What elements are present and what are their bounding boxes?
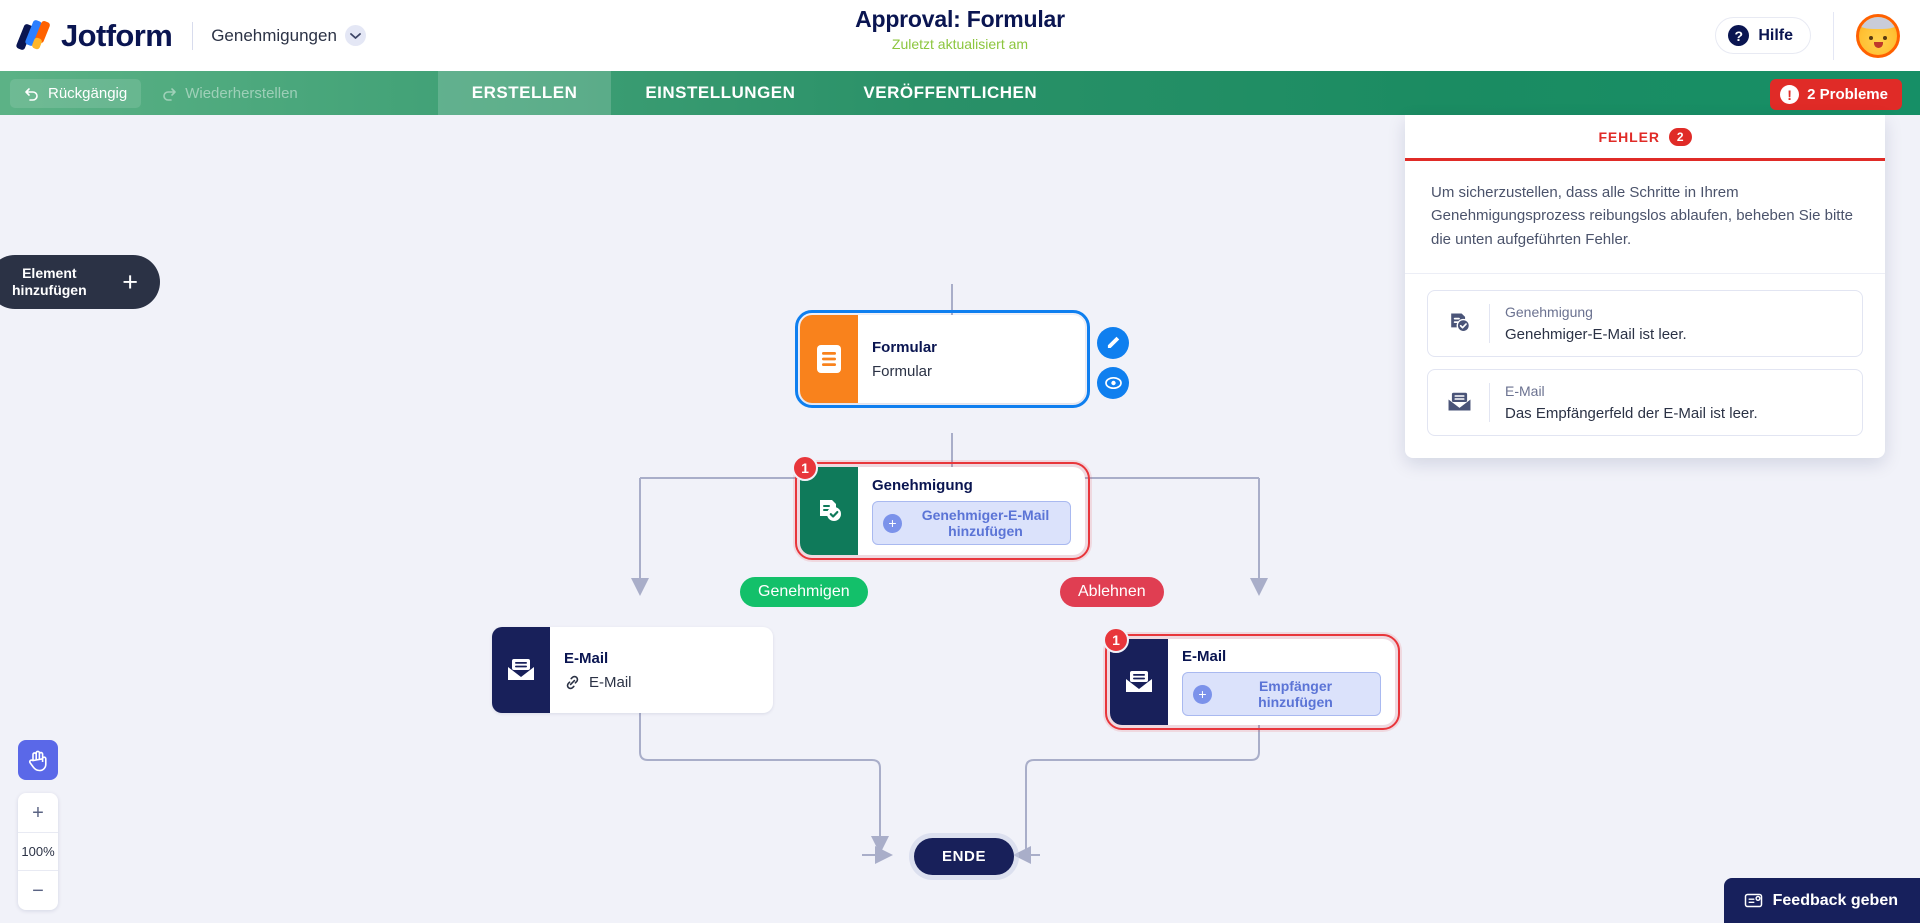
edit-node-button[interactable]	[1097, 327, 1129, 359]
error-item-message: Genehmiger-E-Mail ist leer.	[1505, 325, 1687, 343]
alert-icon: !	[1780, 85, 1800, 104]
errors-list: Genehmigung Genehmiger-E-Mail ist leer. …	[1405, 274, 1885, 458]
header-divider-2	[1833, 11, 1834, 60]
node-email-left-subtitle: E-Mail	[589, 673, 632, 691]
plus-circle-icon: +	[1193, 684, 1212, 704]
branch-label-genehmigen[interactable]: Genehmigen	[740, 577, 868, 607]
hand-tool-button[interactable]	[18, 740, 58, 780]
node-ende[interactable]: ENDE	[914, 838, 1015, 875]
error-item-divider	[1489, 303, 1490, 343]
zoom-controls: + 100% −	[18, 793, 58, 910]
node-formular-body: Formular Formular	[858, 315, 1085, 403]
redo-label: Wiederherstellen	[185, 84, 298, 102]
envelope-icon	[1110, 639, 1168, 725]
node-email-right-title: E-Mail	[1182, 648, 1227, 665]
error-item-title: Genehmigung	[1505, 303, 1593, 320]
history-controls: Rückgängig Wiederherstellen	[0, 71, 312, 115]
link-icon	[566, 675, 579, 689]
node-formular[interactable]: Formular Formular	[795, 310, 1090, 408]
feedback-button[interactable]: Feedback geben	[1723, 878, 1920, 923]
error-item-title: E-Mail	[1505, 382, 1545, 399]
errors-panel-title: FEHLER	[1598, 128, 1660, 145]
question-mark-icon: ?	[1728, 25, 1750, 46]
add-element-line2: hinzufügen	[12, 282, 87, 298]
zoom-level-label: 100%	[18, 832, 58, 871]
editor-toolbar: Rückgängig Wiederherstellen ERSTELLEN EI…	[0, 71, 1920, 115]
zoom-in-button[interactable]: +	[32, 801, 44, 824]
node-email-left[interactable]: E-Mail E-Mail	[492, 627, 773, 713]
error-item-email[interactable]: E-Mail Das Empfängerfeld der E-Mail ist …	[1427, 368, 1863, 436]
redo-button[interactable]: Wiederherstellen	[147, 79, 312, 108]
redo-icon	[163, 88, 177, 101]
error-item-genehmigung[interactable]: Genehmigung Genehmiger-E-Mail ist leer.	[1427, 289, 1863, 357]
add-recipient-button[interactable]: + Empfänger hinzufügen	[1182, 672, 1381, 716]
workspace-selector[interactable]: Genehmigungen	[211, 25, 366, 46]
node-genehmigung[interactable]: Genehmigung + Genehmiger-E-Mail hinzufüg…	[795, 462, 1090, 560]
error-item-text: Genehmigung Genehmiger-E-Mail ist leer.	[1505, 304, 1687, 343]
editor-tabs: ERSTELLEN EINSTELLUNGEN VERÖFFENTLICHEN	[437, 71, 1071, 115]
avatar[interactable]	[1856, 13, 1900, 58]
envelope-icon	[492, 627, 550, 713]
node-genehmigung-title: Genehmigung	[872, 477, 973, 494]
approval-check-icon	[800, 467, 858, 555]
problems-button[interactable]: ! 2 Probleme	[1770, 79, 1902, 110]
node-formular-title: Formular	[872, 338, 938, 356]
add-approver-email-label: Genehmiger-E-Mail hinzufügen	[921, 507, 1050, 539]
tab-erstellen[interactable]: ERSTELLEN	[437, 71, 612, 115]
node-email-right-body: E-Mail + Empfänger hinzufügen	[1168, 639, 1395, 725]
errors-panel: FEHLER 2 Um sicherzustellen, dass alle S…	[1405, 115, 1885, 458]
chevron-down-icon[interactable]	[344, 25, 366, 46]
plus-icon: +	[122, 266, 138, 297]
feedback-label: Feedback geben	[1772, 891, 1898, 909]
approval-check-icon	[1444, 310, 1474, 336]
add-element-label: Element hinzufügen	[12, 265, 87, 299]
tab-veroeffentlichen[interactable]: VERÖFFENTLICHEN	[863, 83, 1038, 102]
error-item-divider	[1489, 382, 1490, 422]
undo-label: Rückgängig	[48, 84, 128, 102]
envelope-icon	[1444, 390, 1474, 414]
help-label: Hilfe	[1758, 26, 1793, 44]
hand-icon	[29, 750, 47, 771]
help-button[interactable]: ? Hilfe	[1715, 17, 1811, 54]
header-divider	[192, 21, 194, 50]
logo-text: Jotform	[61, 17, 173, 53]
node-email-left-subtitle-row: E-Mail	[564, 674, 759, 691]
errors-count-badge: 2	[1668, 127, 1692, 146]
undo-icon	[25, 88, 38, 101]
node-email-right-error-badge: 1	[1103, 627, 1129, 653]
error-item-text: E-Mail Das Empfängerfeld der E-Mail ist …	[1505, 383, 1758, 422]
error-item-message: Das Empfängerfeld der E-Mail ist leer.	[1505, 404, 1758, 422]
node-email-right[interactable]: E-Mail + Empfänger hinzufügen	[1105, 634, 1400, 730]
tab-einstellungen[interactable]: EINSTELLUNGEN	[645, 83, 796, 102]
flow-canvas[interactable]: Element hinzufügen + Formular Formular	[0, 115, 1920, 923]
node-email-left-title: E-Mail	[564, 649, 609, 667]
app-header: Jotform Genehmigungen Approval: Formular…	[0, 0, 1920, 71]
workspace-label: Genehmigungen	[211, 25, 337, 45]
header-actions: ? Hilfe	[1715, 0, 1920, 71]
feedback-card-icon	[1744, 893, 1762, 908]
branch-label-ablehnen[interactable]: Ablehnen	[1060, 577, 1164, 607]
zoom-out-button[interactable]: −	[32, 879, 44, 902]
problems-label: 2 Probleme	[1807, 86, 1888, 103]
add-recipient-label: Empfänger hinzufügen	[1258, 678, 1333, 710]
preview-node-button[interactable]	[1097, 367, 1129, 399]
node-genehmigung-body: Genehmigung + Genehmiger-E-Mail hinzufüg…	[858, 467, 1085, 555]
plus-circle-icon: +	[883, 513, 902, 533]
jotform-logo-icon	[15, 18, 52, 53]
errors-panel-description: Um sicherzustellen, dass alle Schritte i…	[1405, 161, 1885, 274]
brand[interactable]: Jotform	[0, 17, 173, 54]
errors-panel-header: FEHLER 2	[1405, 115, 1885, 161]
add-element-button[interactable]: Element hinzufügen +	[0, 255, 160, 309]
node-email-left-body: E-Mail E-Mail	[550, 627, 773, 713]
add-element-line1: Element	[22, 265, 77, 282]
add-approver-email-button[interactable]: + Genehmiger-E-Mail hinzufügen	[872, 501, 1071, 545]
undo-button[interactable]: Rückgängig	[10, 78, 142, 108]
node-genehmigung-error-badge: 1	[792, 455, 818, 481]
node-formular-actions	[1097, 327, 1129, 399]
form-document-icon	[800, 315, 858, 403]
node-formular-subtitle: Formular	[872, 362, 933, 380]
